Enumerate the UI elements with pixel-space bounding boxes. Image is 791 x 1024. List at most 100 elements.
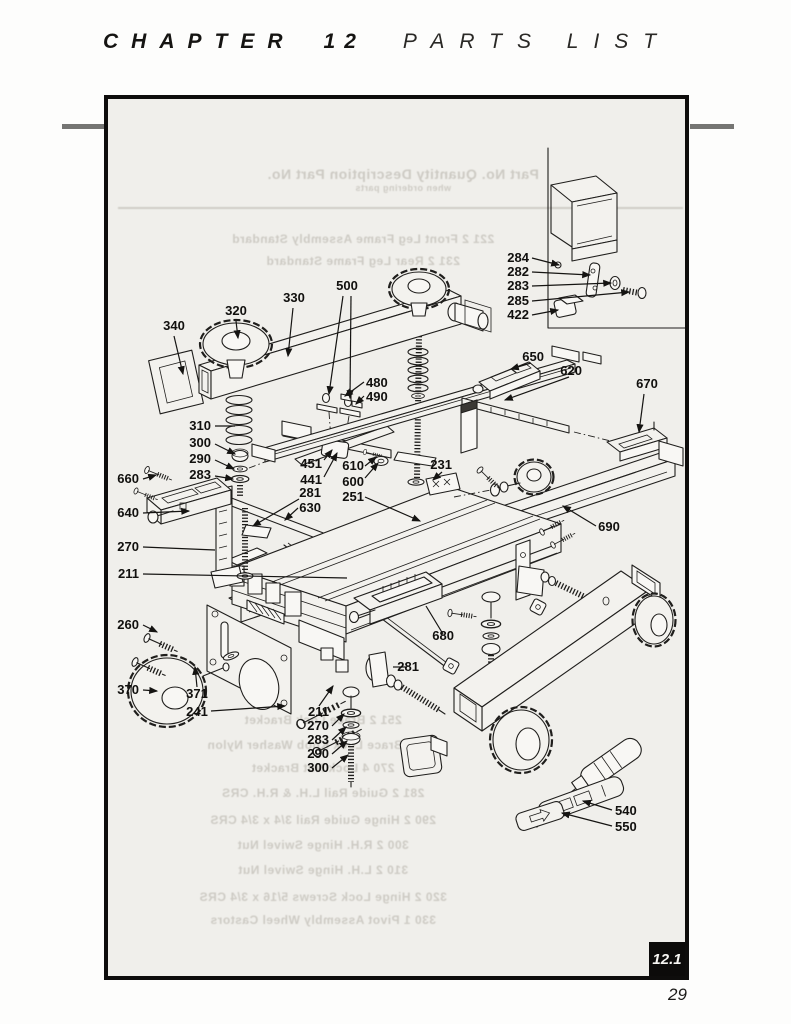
callout-leader-370 — [142, 686, 159, 695]
callout-leader-290 — [214, 459, 236, 470]
left-slider — [133, 466, 232, 525]
callout-leader-620 — [503, 376, 570, 401]
figure-number-badge: 12.1 — [649, 942, 685, 976]
part-callout-441-20: 441 — [300, 472, 322, 487]
right-rule — [690, 124, 734, 129]
screwdriver-and-wrench — [515, 737, 642, 831]
callout-leader-630 — [284, 507, 299, 521]
callout-leader-640 — [142, 507, 191, 515]
part-callout-540-42: 540 — [615, 803, 637, 818]
part-callout-670-29: 670 — [636, 376, 658, 391]
part-callout-660-15: 660 — [117, 471, 139, 486]
callout-leader-610 — [364, 456, 377, 467]
part-callout-690-30: 690 — [598, 519, 620, 534]
figure-number: 12.1 — [652, 950, 682, 968]
callout-leader-281 — [251, 498, 300, 527]
part-callout-241-36: 241 — [186, 704, 208, 719]
callout-leader-320 — [233, 320, 241, 340]
callout-leader-330 — [285, 307, 294, 358]
callout-leader-270 — [142, 546, 216, 551]
callout-leader-260 — [142, 624, 159, 633]
counter-slider — [348, 571, 477, 715]
callout-leader-283 — [331, 726, 347, 741]
height-bracket — [210, 485, 272, 589]
page-number: 29 — [668, 985, 687, 1004]
part-callout-500-8: 500 — [336, 278, 358, 293]
callout-leader-282 — [531, 271, 592, 279]
part-callout-620-28: 620 — [560, 363, 582, 378]
callout-leader-680 — [425, 605, 444, 635]
callout-leader-283 — [531, 279, 613, 287]
callout-leader-270 — [331, 713, 345, 727]
callout-leader-422 — [531, 307, 560, 316]
part-callout-422-4: 422 — [507, 307, 529, 322]
part-callout-281-32: 281 — [397, 659, 419, 674]
part-callout-283-14: 283 — [189, 467, 211, 482]
callout-leader-550 — [560, 811, 613, 827]
part-callout-370-34: 370 — [117, 682, 139, 697]
callout-leader-480 — [344, 381, 365, 397]
callout-leader-500 — [346, 295, 354, 400]
part-callout-290-40: 290 — [307, 746, 329, 761]
part-callout-260-33: 260 — [117, 617, 139, 632]
part-callout-451-19: 451 — [300, 456, 322, 471]
chapter-label: CHAPTER — [103, 30, 296, 53]
callout-leader-660 — [142, 473, 158, 481]
part-callout-231-26: 231 — [430, 457, 452, 472]
callout-leader-251 — [364, 496, 422, 522]
callout-leader-231 — [432, 471, 443, 481]
part-callout-630-25: 630 — [299, 500, 321, 515]
part-callout-310-11: 310 — [189, 418, 211, 433]
part-callout-480-9: 480 — [366, 375, 388, 390]
end-plate-assembly — [126, 604, 363, 758]
part-callout-340-5: 340 — [163, 318, 185, 333]
part-callout-371-35: 371 — [186, 686, 208, 701]
callout-leader-441 — [323, 451, 338, 478]
left-rule — [62, 124, 104, 129]
callout-leader-451 — [323, 449, 333, 461]
part-callout-251-23: 251 — [342, 489, 364, 504]
page-title: CHAPTER 12 PARTS LIST — [103, 30, 671, 54]
callout-leader-690 — [561, 505, 597, 527]
callout-leader-290 — [331, 740, 348, 755]
part-callout-610-21: 610 — [342, 458, 364, 473]
callout-leader-300 — [214, 443, 237, 455]
title-label: PARTS LIST — [402, 30, 672, 53]
part-callout-270-38: 270 — [307, 718, 329, 733]
part-callout-283-2: 283 — [507, 278, 529, 293]
part-callout-283-39: 283 — [307, 732, 329, 747]
callout-leader-490 — [355, 395, 365, 405]
top-beam-assembly — [148, 267, 492, 441]
parts-diagram-frame: Part No. Quantity Description Part No.wh… — [104, 95, 689, 980]
showthrough-rule — [118, 207, 683, 209]
callout-leader-241 — [210, 702, 287, 712]
part-callout-640-16: 640 — [117, 505, 139, 520]
page-showthrough: Part No. Quantity Description Part No.wh… — [108, 99, 685, 976]
part-callout-285-3: 285 — [507, 293, 529, 308]
part-callout-211-18: 211 — [118, 566, 139, 581]
part-callout-320-6: 320 — [225, 303, 247, 318]
callout-leader-540 — [581, 799, 613, 811]
clamp-tube-assembly — [399, 564, 677, 778]
part-callout-650-27: 650 — [522, 349, 544, 364]
right-fittings — [441, 399, 598, 688]
part-callout-600-22: 600 — [342, 474, 364, 489]
part-callout-550-43: 550 — [615, 819, 637, 834]
part-callout-211-37: 211 — [308, 704, 329, 719]
inset-detail — [547, 147, 685, 329]
callout-leader-285 — [531, 289, 631, 302]
front-rail-assembly — [251, 345, 684, 467]
part-callout-284-0: 284 — [507, 250, 529, 265]
callout-leader-500 — [326, 295, 344, 396]
callout-leader-650 — [509, 362, 532, 371]
callout-leader-600 — [364, 462, 379, 479]
callout-leader-670 — [636, 393, 645, 434]
part-callout-680-31: 680 — [432, 628, 454, 643]
part-callout-300-12: 300 — [189, 435, 211, 450]
callout-leader-211 — [142, 573, 348, 579]
chapter-number: 12 — [323, 30, 365, 53]
callout-leader-284 — [531, 257, 561, 267]
part-callout-270-17: 270 — [117, 539, 139, 554]
callout-leader-283 — [214, 474, 235, 482]
